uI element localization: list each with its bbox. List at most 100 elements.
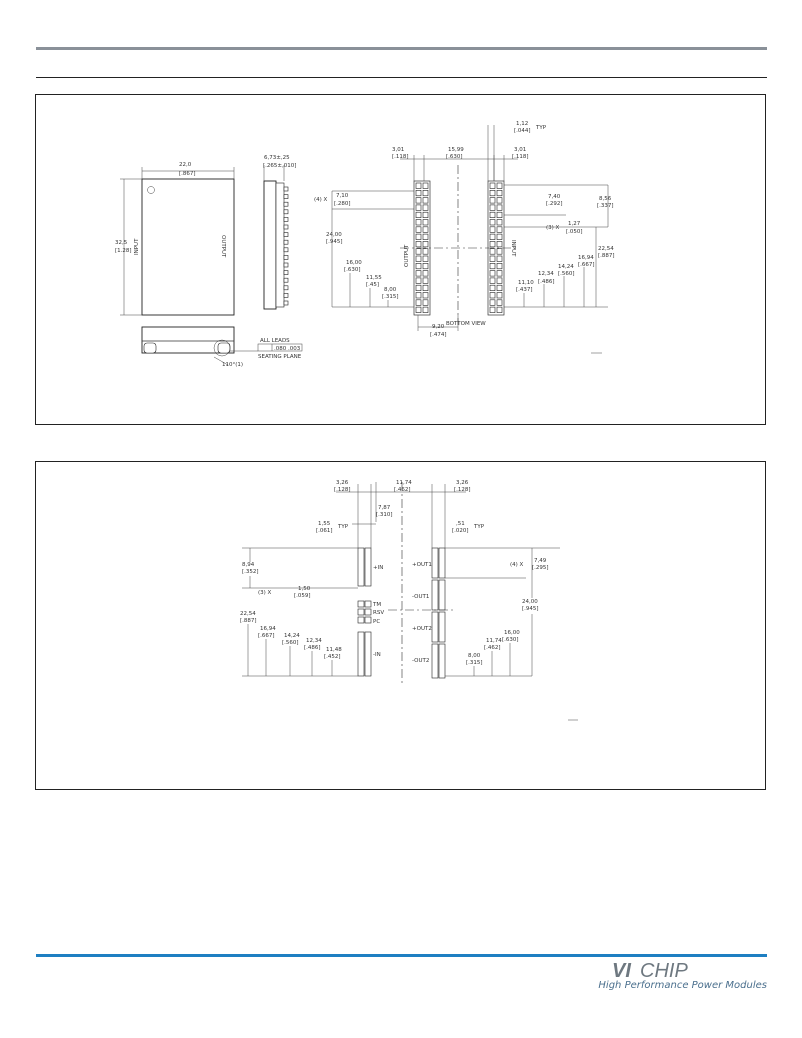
pin-plus-out2: +OUT2 bbox=[412, 626, 432, 632]
dim-3-01-right: 3,01 bbox=[514, 147, 526, 153]
dim-11-74-in: [.462] bbox=[394, 487, 411, 493]
dim-22-54: 22,54 bbox=[598, 246, 614, 252]
footprint-labels: 3,26 [.128] 11,74 [.462] 3,26 [.128] 7,8… bbox=[240, 480, 578, 721]
bottom-pad-left bbox=[415, 204, 422, 211]
dim-24-00-in: [.945] bbox=[326, 239, 343, 245]
bottom-pad-right bbox=[489, 248, 496, 255]
edge-lead bbox=[283, 186, 289, 192]
output-label: OUTPUT bbox=[404, 244, 410, 267]
dim-16-94-in: [.667] bbox=[258, 633, 275, 639]
bottom-pad-right bbox=[496, 219, 503, 226]
dim-16-00: 16,00 bbox=[504, 630, 520, 636]
dim-3-26-right-in: [.128] bbox=[454, 487, 471, 493]
package-top-view: 22,0 [.867] 32,5 [1.28] INPUT OUTPUT bbox=[115, 162, 235, 316]
bottom-pad-left bbox=[422, 190, 429, 197]
bottom-pad-right bbox=[489, 277, 496, 284]
dim-24-00: 24,00 bbox=[522, 599, 538, 605]
dim-8-00-in: [.315] bbox=[466, 660, 483, 666]
dim-3-01-left: 3,01 bbox=[392, 147, 404, 153]
dim-9-20: 9,20 bbox=[432, 324, 445, 330]
dim-8-00: 8,00 bbox=[384, 287, 397, 293]
dim-16-94: 16,94 bbox=[260, 626, 276, 632]
dim-8-56: 8,56 bbox=[599, 196, 612, 202]
dim-16-00-in: [.630] bbox=[502, 637, 519, 643]
dim-3-26-left: 3,26 bbox=[336, 480, 349, 486]
dim-11-74-b: 11,74 bbox=[486, 638, 502, 644]
dim-12-34-in: [.486] bbox=[538, 279, 555, 285]
header-rule bbox=[36, 47, 767, 50]
header-thin-rule bbox=[36, 77, 767, 78]
bottom-pad-left bbox=[415, 182, 422, 189]
dim-1-50-in: [.059] bbox=[294, 593, 311, 599]
dim-1-50: 1,50 bbox=[298, 586, 311, 592]
mechanical-drawing-frame: 22,0 [.867] 32,5 [1.28] INPUT OUTPUT 6,7… bbox=[35, 94, 766, 425]
bottom-pad-right bbox=[496, 204, 503, 211]
dim-3-26-right: 3,26 bbox=[456, 480, 469, 486]
footprint-columns bbox=[336, 482, 466, 684]
edge-lead bbox=[283, 239, 289, 245]
dim-16-00-in: [.630] bbox=[344, 267, 361, 273]
dim-14-24-in: [.560] bbox=[558, 271, 575, 277]
typ-right: TYP bbox=[473, 524, 485, 530]
bottom-pad-right bbox=[496, 190, 503, 197]
pcb-footprint-drawing: 3,26 [.128] 11,74 [.462] 3,26 [.128] 7,8… bbox=[240, 480, 578, 721]
edge-lead bbox=[283, 194, 289, 199]
bottom-pad-right bbox=[496, 241, 503, 248]
dim-14-24: 14,24 bbox=[284, 633, 300, 639]
dim-12-34: 12,34 bbox=[306, 638, 322, 644]
pcb-footprint-frame: 3,26 [.128] 11,74 [.462] 3,26 [.128] 7,8… bbox=[35, 461, 766, 790]
bottom-pad-left bbox=[422, 263, 429, 270]
signal-pad bbox=[364, 616, 372, 624]
bottom-pad-right bbox=[489, 306, 496, 313]
dim-14-24-in: [.560] bbox=[282, 640, 299, 646]
bottom-pad-left bbox=[415, 292, 422, 299]
bottom-pad-right bbox=[496, 263, 503, 270]
dim-16-00: 16,00 bbox=[346, 260, 362, 266]
bottom-pad-left bbox=[415, 248, 422, 255]
bottom-pad-left bbox=[422, 255, 429, 262]
dim-11-48-in: [.452] bbox=[324, 654, 341, 660]
typ-label: TYP bbox=[535, 125, 547, 131]
bottom-pad-left bbox=[415, 277, 422, 284]
label-output: OUTPUT bbox=[220, 235, 226, 258]
bottom-pad-right bbox=[496, 270, 503, 277]
tolerance-right: .003 bbox=[288, 346, 301, 352]
pin-tm: TM bbox=[372, 602, 381, 608]
dim-1-50-prefix: (3) X bbox=[258, 590, 272, 596]
edge-lead bbox=[283, 293, 289, 298]
edge-lead bbox=[283, 285, 289, 291]
dim-22-54-in: [.887] bbox=[598, 253, 615, 259]
dim-16-94: 16,94 bbox=[578, 255, 594, 261]
bottom-pad-left bbox=[422, 306, 429, 313]
dim-11-74-b-in: [.462] bbox=[484, 645, 501, 651]
bottom-pad-right bbox=[496, 211, 503, 218]
signal-pad bbox=[357, 616, 365, 624]
dim-thickness: 6,73±,25 bbox=[264, 155, 290, 161]
dim-11-10: 11,10 bbox=[518, 280, 534, 286]
bottom-pad-right bbox=[496, 292, 503, 299]
dim-7-10-in: [.280] bbox=[334, 201, 351, 207]
dim-8-00: 8,00 bbox=[468, 653, 481, 659]
package-side-view: ALL LEADS .080 .003 SEATING PLANE 110°(1… bbox=[141, 326, 303, 368]
dim-12-34: 12,34 bbox=[538, 271, 554, 277]
bottom-pad-right bbox=[496, 299, 503, 306]
bottom-pad-left bbox=[415, 284, 422, 291]
dim-24-00-in: [.945] bbox=[522, 606, 539, 612]
bottom-pad-right bbox=[489, 284, 496, 291]
logo-vi: VI bbox=[612, 960, 631, 982]
edge-lead bbox=[283, 270, 289, 275]
dim-1-12-in: [.044] bbox=[514, 128, 531, 134]
bottom-pad-right bbox=[496, 248, 503, 255]
bottom-pad-right bbox=[489, 255, 496, 262]
dim-8-56-in: [.337] bbox=[597, 203, 614, 209]
dim-51-in: [.020] bbox=[452, 528, 469, 534]
dim-7-49-prefix: (4) X bbox=[510, 562, 524, 568]
dim-22-54: 22,54 bbox=[240, 611, 256, 617]
dim-15-99-in: [.630] bbox=[446, 154, 463, 160]
bottom-pad-right bbox=[489, 270, 496, 277]
bottom-pad-right bbox=[489, 204, 496, 211]
bottom-pad-left bbox=[422, 197, 429, 204]
bottom-pad-left bbox=[422, 299, 429, 306]
dim-11-55-in: [.45] bbox=[366, 282, 379, 288]
dim-12-34-in: [.486] bbox=[304, 645, 321, 651]
